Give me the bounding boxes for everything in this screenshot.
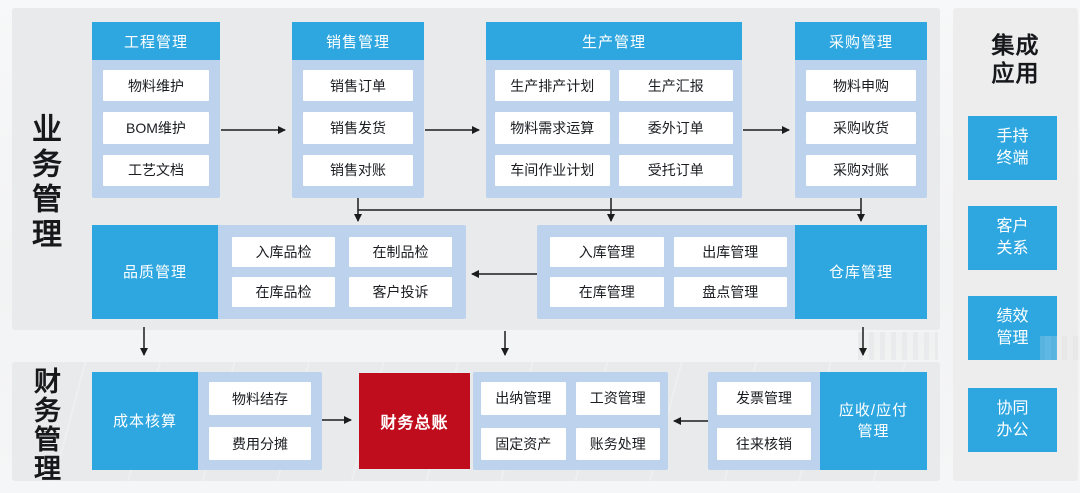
module-item: 固定资产 [481,427,566,460]
column-production: 生产管理 生产排产计划 生产汇报 物料需求运算 委外订单 车间作业计划 受托订单 [486,22,742,198]
cost-accounting-box: 成本核算 [92,372,198,470]
production-header: 生产管理 [486,22,742,60]
module-item: 出库管理 [673,237,787,267]
background-skyline-decoration [1040,336,1080,360]
module-item: BOM维护 [103,112,209,144]
procurement-items: 物料申购 采购收货 采购对账 [795,60,927,198]
integration-item-customer-relations: 客户 关系 [968,206,1057,270]
column-engineering: 工程管理 物料维护 BOM维护 工艺文档 [92,22,220,198]
module-item: 车间作业计划 [495,154,610,186]
integration-panel: 集成 应用 手持 终端 客户 关系 绩效 管理 协同 办公 [953,8,1078,481]
module-item: 在制品检 [349,237,452,267]
quality-management-box: 品质管理 [92,225,218,319]
general-ledger-box: 财务总账 [359,373,470,469]
module-item: 物料结存 [209,382,311,415]
module-item: 委外订单 [618,112,733,144]
module-item: 盘点管理 [673,277,787,307]
module-item: 物料维护 [103,70,209,102]
module-item: 物料需求运算 [495,112,610,144]
integration-item-handheld-terminal: 手持 终端 [968,116,1057,180]
module-item: 往来核销 [717,427,811,460]
module-item: 采购对账 [806,154,916,186]
module-item: 在库品检 [232,277,335,307]
module-item: 受托订单 [618,154,733,186]
integration-item-collaborative-office: 协同 办公 [968,388,1057,452]
module-item: 费用分摊 [209,427,311,460]
column-sales: 销售管理 销售订单 销售发货 销售对账 [292,22,424,198]
integration-item-performance-management: 绩效 管理 [968,296,1057,360]
module-item: 账务处理 [575,427,660,460]
module-item: 发票管理 [717,382,811,415]
module-item: 销售对账 [303,154,413,186]
quality-group: 品质管理 入库品检 在制品检 在库品检 客户投诉 [92,225,466,319]
sales-items: 销售订单 销售发货 销售对账 [292,60,424,198]
module-item: 工资管理 [575,382,660,415]
invoice-items: 发票管理 往来核销 [708,372,820,470]
module-item: 客户投诉 [349,277,452,307]
cashier-group: 出纳管理 工资管理 固定资产 账务处理 [473,372,668,470]
module-item: 物料申购 [806,70,916,102]
engineering-items: 物料维护 BOM维护 工艺文档 [92,60,220,198]
quality-items: 入库品检 在制品检 在库品检 客户投诉 [218,225,466,319]
cost-items: 物料结存 费用分摊 [198,372,322,470]
finance-management-label: 财务管理 [30,367,60,483]
integration-title: 集成 应用 [991,32,1040,86]
engineering-header: 工程管理 [92,22,220,60]
warehouse-group: 入库管理 出库管理 在库管理 盘点管理 仓库管理 [537,225,927,319]
production-items: 生产排产计划 生产汇报 物料需求运算 委外订单 车间作业计划 受托订单 [486,60,742,198]
module-item: 在库管理 [550,277,664,307]
warehouse-management-box: 仓库管理 [795,225,927,319]
module-item: 入库管理 [550,237,664,267]
business-management-label: 业务管理 [27,113,60,253]
background-skyline-decoration [858,332,938,360]
procurement-header: 采购管理 [795,22,927,60]
cost-group: 成本核算 物料结存 费用分摊 [92,372,322,470]
module-item: 采购收货 [806,112,916,144]
warehouse-items: 入库管理 出库管理 在库管理 盘点管理 [537,225,795,319]
module-item: 销售订单 [303,70,413,102]
module-item: 工艺文档 [103,154,209,186]
sales-header: 销售管理 [292,22,424,60]
receivable-payable-box: 应收/应付 管理 [820,372,927,470]
module-item: 入库品检 [232,237,335,267]
module-item: 生产汇报 [618,70,733,102]
module-item: 销售发货 [303,112,413,144]
module-item: 生产排产计划 [495,70,610,102]
cashier-items: 出纳管理 工资管理 固定资产 账务处理 [473,372,668,470]
invoice-group: 发票管理 往来核销 应收/应付 管理 [708,372,927,470]
module-item: 出纳管理 [481,382,566,415]
column-procurement: 采购管理 物料申购 采购收货 采购对账 [795,22,927,198]
